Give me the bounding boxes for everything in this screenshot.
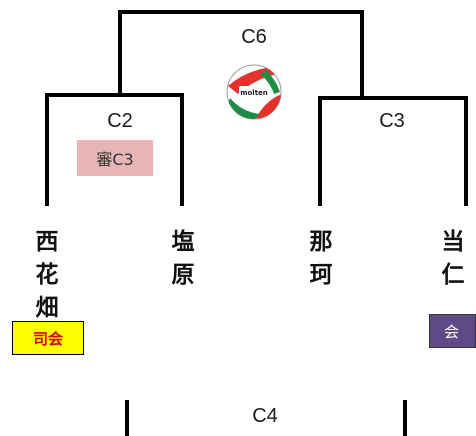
bracket-right-semi-top xyxy=(318,96,468,100)
bracket-left-semi-top xyxy=(45,93,184,97)
team-1-char-3: 畑 xyxy=(35,295,59,321)
referee-badge: 審C3 xyxy=(77,140,153,176)
svg-text:molten: molten xyxy=(240,89,268,97)
team-1-name: 西 花 畑 xyxy=(36,226,59,325)
team-4-char-1: 当 xyxy=(441,229,465,255)
bracket-final-left xyxy=(118,10,122,95)
team-3-char-1: 那 xyxy=(309,229,333,255)
bracket-final-right xyxy=(360,10,364,98)
bracket-left-semi-left xyxy=(45,93,49,206)
team-1-char-2: 花 xyxy=(35,262,59,288)
team-4-char-2: 仁 xyxy=(441,262,465,288)
team-3-name: 那 珂 xyxy=(310,226,333,292)
team-2-char-2: 原 xyxy=(171,262,195,288)
team-2-char-1: 塩 xyxy=(171,229,195,255)
team-2-name: 塩 原 xyxy=(172,226,195,292)
association-badge: 会 xyxy=(429,314,476,348)
match-label-final: C6 xyxy=(241,26,267,48)
volleyball-icon: molten xyxy=(226,64,282,120)
match-label-right-semi: C3 xyxy=(379,110,405,132)
bracket-final-top xyxy=(118,10,364,14)
team-3-char-2: 珂 xyxy=(309,262,333,288)
mc-badge: 司会 xyxy=(12,321,84,355)
bracket-bottom-right xyxy=(403,400,407,436)
team-1-char-1: 西 xyxy=(35,229,59,255)
bracket-right-semi-left xyxy=(318,96,322,206)
match-label-bottom: C4 xyxy=(252,405,278,427)
match-label-left-semi: C2 xyxy=(107,110,133,132)
bracket-left-semi-right xyxy=(180,93,184,206)
team-4-name: 当 仁 xyxy=(442,226,465,292)
bracket-right-semi-right xyxy=(464,96,468,206)
bracket-bottom-left xyxy=(125,400,129,436)
